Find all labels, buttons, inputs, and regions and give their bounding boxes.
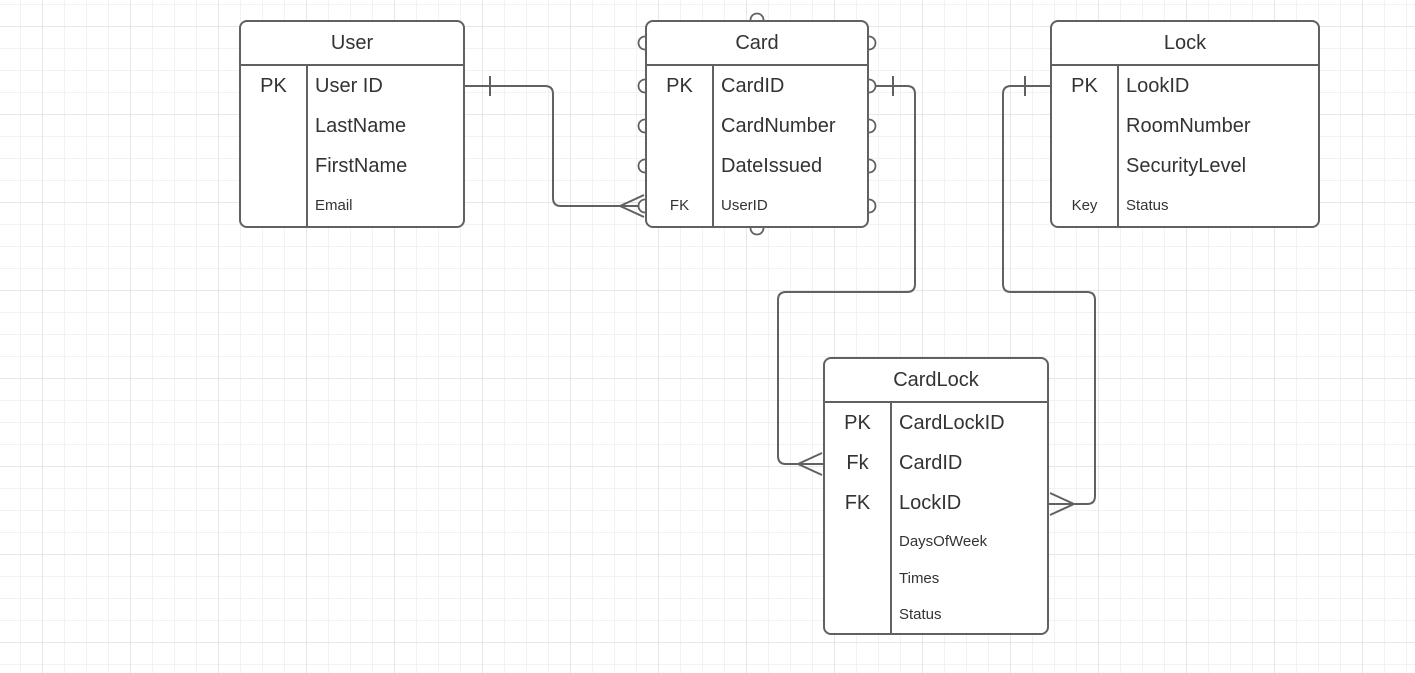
- entity-title: User: [241, 22, 463, 66]
- field-name: LastName: [315, 115, 407, 137]
- entity-card-table[interactable]: Card PK FK CardID CardNumber DateIssued …: [645, 20, 869, 228]
- field-key: [241, 186, 306, 226]
- field-key: PK: [1071, 75, 1098, 97]
- field-key: PK: [666, 75, 693, 97]
- entity-title: Card: [647, 22, 867, 66]
- field-key: [1052, 146, 1117, 186]
- field-name: CardLockID: [899, 412, 1005, 434]
- field-name: LockID: [899, 492, 962, 514]
- field-name: SecurityLevel: [1126, 155, 1247, 177]
- relationship-line[interactable]: [777, 85, 916, 465]
- field-name: CardID: [899, 452, 963, 474]
- entity-cardlock-table[interactable]: CardLock PK Fk FK CardLockID CardID Lock…: [823, 357, 1049, 635]
- field-key: PK: [844, 412, 871, 434]
- field-key: FK: [669, 197, 690, 214]
- relationship-line[interactable]: [1002, 85, 1096, 505]
- field-key: [647, 146, 712, 186]
- field-key: Key: [1071, 197, 1098, 214]
- field-name: UserID: [721, 197, 768, 214]
- entity-title: CardLock: [825, 359, 1047, 403]
- field-name: RoomNumber: [1126, 115, 1251, 137]
- field-key: [647, 106, 712, 146]
- field-name: Email: [315, 197, 353, 214]
- field-name: Status: [1126, 197, 1169, 214]
- field-key: [825, 560, 890, 597]
- field-name: Status: [899, 606, 942, 623]
- entity-title: Lock: [1052, 22, 1318, 66]
- field-key: PK: [260, 75, 287, 97]
- field-name: DaysOfWeek: [899, 533, 988, 550]
- entity-user-table[interactable]: User PK User ID LastName FirstName Email: [239, 20, 465, 228]
- field-name: FirstName: [315, 155, 408, 177]
- field-name: DateIssued: [721, 155, 823, 177]
- field-key: [241, 146, 306, 186]
- field-name: CardID: [721, 75, 785, 97]
- field-name: Times: [899, 570, 940, 587]
- field-key: [241, 106, 306, 146]
- relationship-line[interactable]: [465, 85, 645, 207]
- entity-lock-table[interactable]: Lock PK Key LookID RoomNumber SecurityLe…: [1050, 20, 1320, 228]
- relationship-card-cardlock[interactable]: [777, 76, 916, 476]
- crow-foot-many-icon: [797, 452, 823, 476]
- field-key: Fk: [846, 452, 869, 474]
- field-name: CardNumber: [721, 115, 836, 137]
- field-key: [825, 523, 890, 560]
- field-key: [825, 597, 890, 633]
- field-key: [1052, 106, 1117, 146]
- crow-foot-many-icon: [1049, 492, 1075, 516]
- field-key: FK: [844, 492, 871, 514]
- field-name: User ID: [315, 75, 383, 97]
- field-name: LookID: [1126, 75, 1190, 97]
- crow-foot-many-icon: [619, 194, 645, 218]
- relationship-user-card[interactable]: [465, 76, 645, 218]
- relationship-lock-cardlock[interactable]: [1002, 76, 1096, 516]
